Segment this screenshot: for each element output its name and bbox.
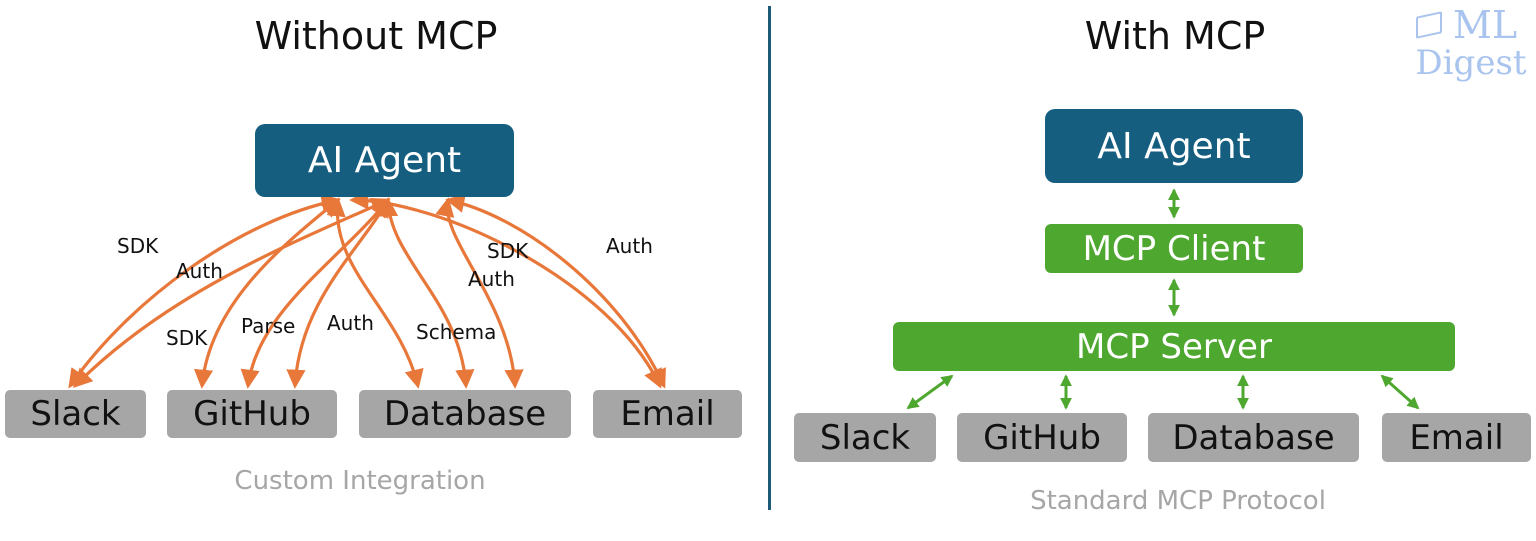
logo-line-ml: ML: [1452, 3, 1518, 47]
left-tool-slack: Slack: [5, 390, 146, 438]
section-divider: [768, 6, 771, 510]
right-tool-email: Email: [1382, 413, 1531, 462]
left-label-parse-github: Parse: [241, 314, 296, 338]
left-arrow-5: [286, 197, 390, 389]
left-title: Without MCP: [254, 14, 498, 58]
left-label-auth-email: Auth: [606, 234, 653, 258]
left-label-auth-slack: Auth: [176, 259, 223, 283]
right-title: With MCP: [1084, 14, 1266, 58]
left-label-auth-database: Auth: [327, 311, 374, 335]
book-icon: [1416, 11, 1442, 39]
left-caption: Custom Integration: [234, 466, 486, 496]
ml-digest-logo: ML Digest: [1410, 6, 1532, 80]
left-label-sdk-github: SDK: [166, 326, 208, 350]
right-arrow-group: [906, 188, 1420, 410]
left-arrow-7: [378, 197, 475, 389]
right-tool-github: GitHub: [957, 413, 1127, 462]
left-arrow-8: [435, 197, 524, 389]
right-tool-slack: Slack: [794, 413, 936, 462]
left-tool-database: Database: [359, 390, 571, 438]
left-label-sdk-database: SDK: [487, 239, 529, 263]
mcp-client-box: MCP Client: [1045, 224, 1303, 273]
left-label-auth-database-2: Auth: [468, 267, 515, 291]
right-arrow-6: [1380, 374, 1420, 410]
left-arrow-9: [445, 193, 666, 389]
right-ai-agent-box: AI Agent: [1045, 109, 1303, 183]
left-tool-email: Email: [593, 390, 742, 438]
left-arrow-4: [240, 197, 390, 389]
left-arrow-6: [326, 197, 424, 389]
left-arrow-2: [72, 198, 391, 389]
right-caption: Standard MCP Protocol: [1030, 486, 1326, 516]
left-arrow-10: [349, 190, 662, 389]
left-arrow-3: [193, 198, 341, 389]
right-tool-database: Database: [1148, 413, 1359, 462]
mcp-server-box: MCP Server: [893, 322, 1455, 371]
logo-line-digest: Digest: [1415, 43, 1527, 83]
left-label-sdk-slack: SDK: [117, 234, 159, 258]
left-label-schema-database: Schema: [416, 320, 497, 344]
left-arrow-group: [68, 190, 666, 389]
left-ai-agent-box: AI Agent: [255, 124, 514, 197]
right-arrow-3: [906, 374, 954, 410]
left-tool-github: GitHub: [167, 390, 337, 438]
